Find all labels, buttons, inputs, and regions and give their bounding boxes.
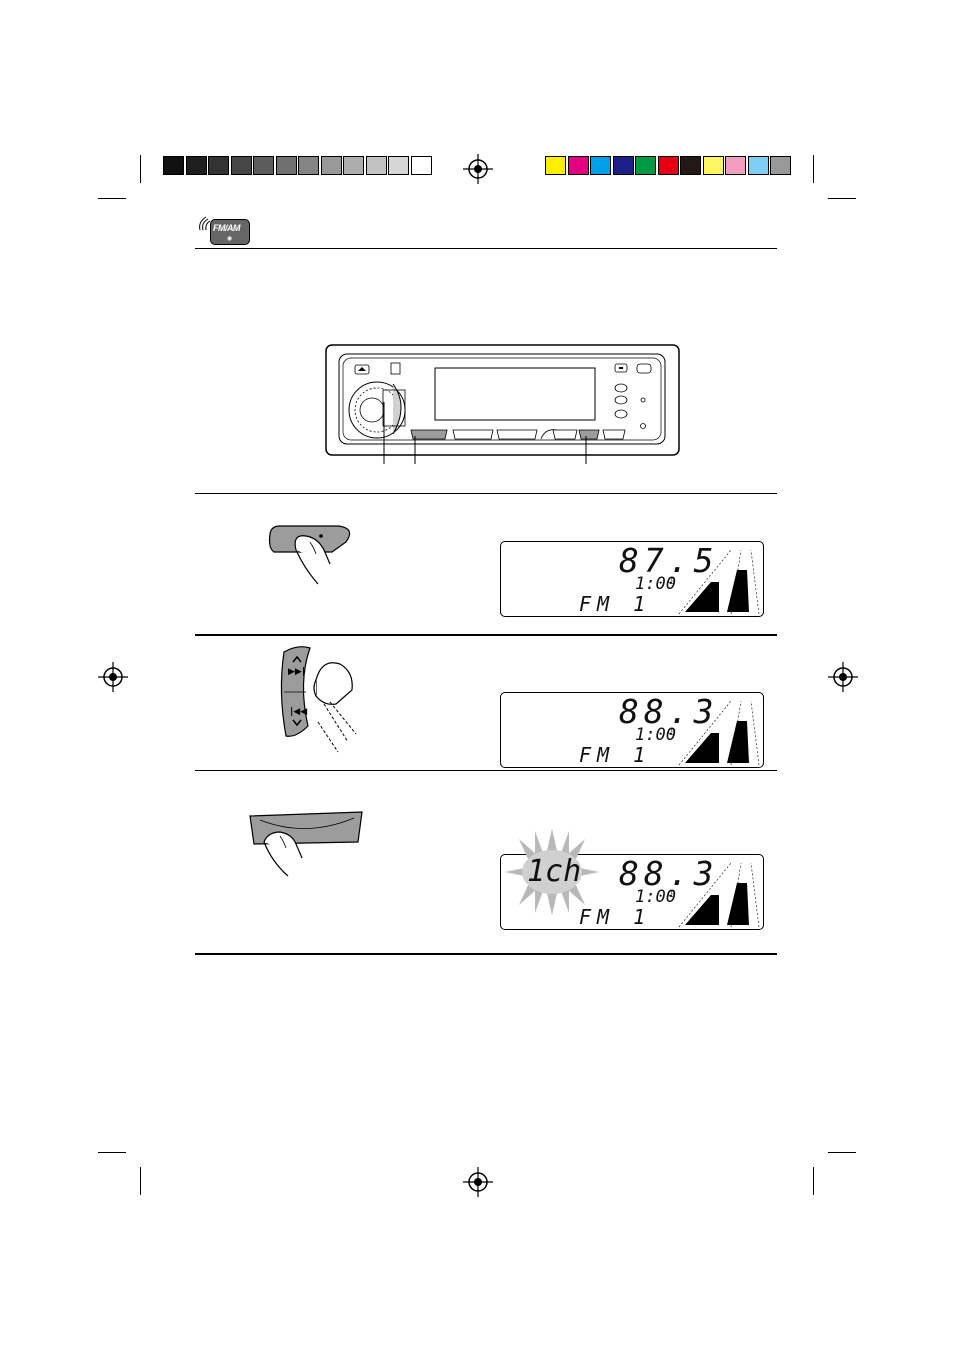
gray-swatch [253, 156, 274, 175]
section-rule-3 [195, 770, 777, 771]
section-rule-1 [195, 493, 777, 494]
signal-level-meter [671, 697, 763, 767]
color-swatch [635, 156, 656, 175]
seek-button-illustration: ▶▶| |◀◀ [278, 642, 362, 754]
signal-level-meter [671, 546, 763, 616]
header-rule [195, 248, 777, 249]
band-readout: FM 1 [579, 907, 651, 927]
lcd-display-step1: 87.5 1:00 ◷ FM 1 [500, 541, 764, 617]
color-swatch [568, 156, 589, 175]
band-readout: FM 1 [579, 745, 651, 765]
color-swatch [725, 156, 746, 175]
color-swatch [680, 156, 701, 175]
band-button-illustration [266, 524, 358, 586]
car-stereo-panel [325, 344, 681, 474]
color-swatch [658, 156, 679, 175]
registration-mark-right [828, 662, 858, 692]
source-label: FM/AM [213, 223, 240, 233]
color-swatch [613, 156, 634, 175]
gray-swatch [186, 156, 207, 175]
color-swatch [545, 156, 566, 175]
source-badge: FM/AM ◉ [210, 219, 250, 245]
color-swatch [590, 156, 611, 175]
band-readout: FM 1 [579, 594, 651, 614]
svg-text:▶▶|: ▶▶| [288, 667, 305, 677]
color-swatch [770, 156, 791, 175]
gray-swatch [276, 156, 297, 175]
gray-swatch [366, 156, 387, 175]
lcd-display-step3: 1ch 88.3 1:00 ◷ FM 1 [500, 854, 764, 930]
gray-swatch [321, 156, 342, 175]
channel-readout: 1ch [527, 857, 581, 887]
gray-swatch [411, 156, 432, 175]
gray-swatch [298, 156, 319, 175]
gray-swatch [163, 156, 184, 175]
gray-swatch [343, 156, 364, 175]
signal-level-meter [671, 859, 763, 929]
color-swatch [748, 156, 769, 175]
gray-swatch [208, 156, 229, 175]
gray-swatch [388, 156, 409, 175]
registration-mark-bottom [463, 1167, 493, 1197]
svg-text:|◀◀: |◀◀ [290, 707, 307, 717]
source-dot: ◉ [227, 235, 232, 242]
preset-button-illustration [246, 808, 368, 878]
section-rule-2 [195, 634, 777, 636]
registration-mark-top [463, 154, 493, 184]
section-rule-4 [195, 953, 777, 955]
gray-swatch [231, 156, 252, 175]
lcd-display-step2: 88.3 1:00 ◷ FM 1 [500, 692, 764, 768]
color-swatch [703, 156, 724, 175]
registration-mark-left [98, 662, 128, 692]
